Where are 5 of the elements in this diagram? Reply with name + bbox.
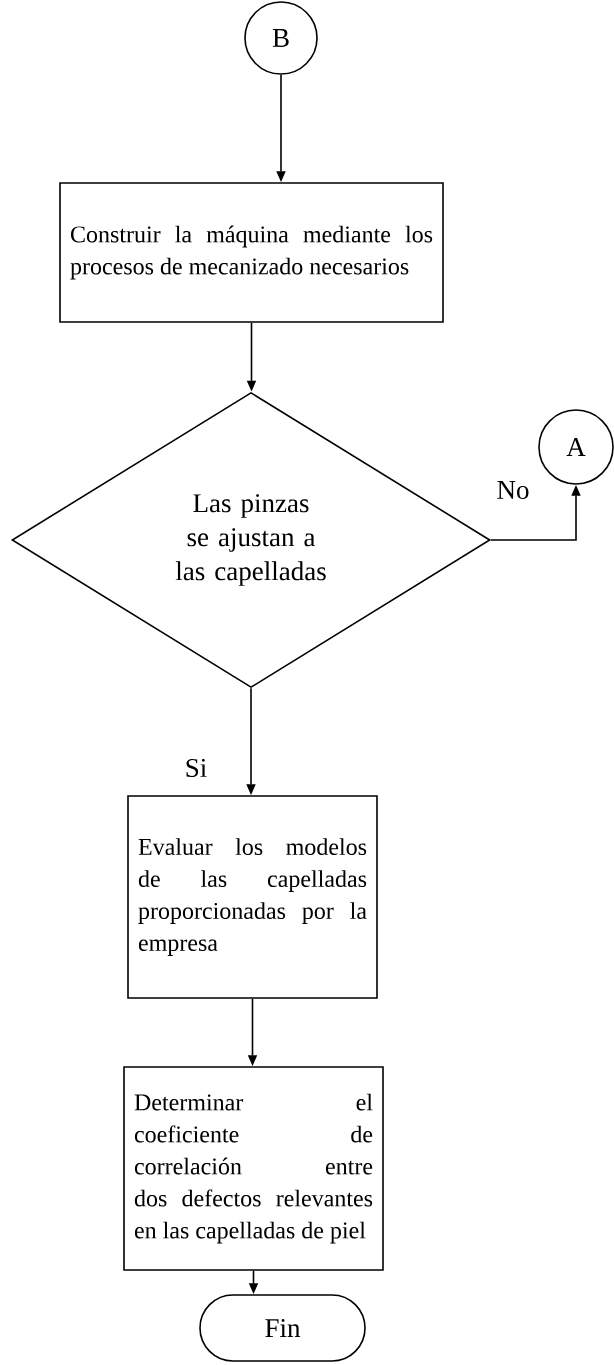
edge-label: No	[495, 480, 531, 500]
process-box: Determinar el coeficiente de correlación entre dos defectos relevantes en las capelladas de piel	[123, 1066, 384, 1271]
process-box: Construir la máquina mediante los procesos de mecanizado necesarios	[59, 182, 444, 323]
edge-label: Si	[183, 757, 209, 779]
process-box: Evaluar los modelos de las capelladas proporcionadas por la empresa	[127, 795, 378, 999]
